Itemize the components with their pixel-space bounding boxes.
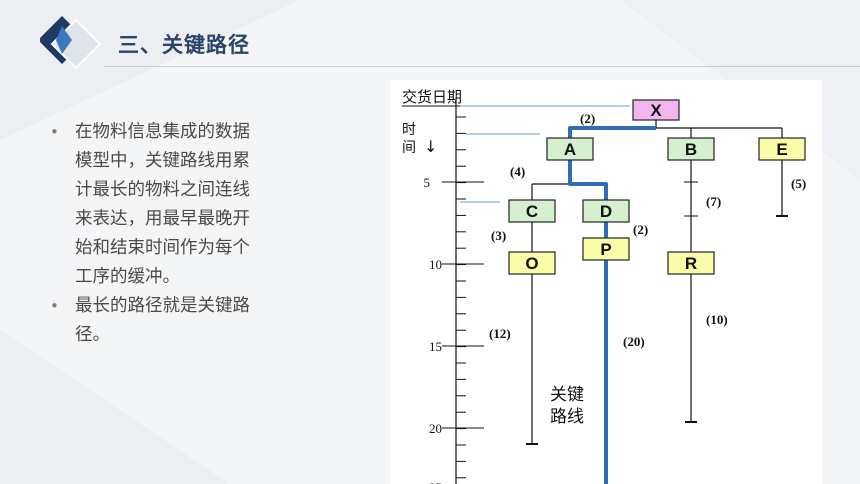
duration-e: (5): [791, 176, 806, 191]
critical-path-label: 关键: [550, 385, 584, 405]
node-r-label: R: [685, 254, 697, 273]
time-label: 时: [402, 122, 416, 138]
duration-o: (3): [491, 228, 506, 243]
node-e-label: E: [776, 140, 787, 159]
duration-p-tail: (20): [623, 334, 645, 349]
bullet-marker: •: [50, 123, 59, 141]
axis-title: 交货日期: [402, 88, 462, 106]
node-o: [508, 251, 556, 275]
node-b-label: B: [685, 140, 697, 159]
time-label: 间: [402, 140, 416, 156]
bullet-text: 在物料信息集成的数据模型中，关键路线用累计最长的物料之间连线来表达，用最早最晚开…: [75, 122, 250, 287]
node-x-label: X: [650, 101, 662, 120]
bullet-text: 最长的路径就是关键路径。: [75, 296, 250, 345]
duration-r-tail: (10): [706, 312, 728, 327]
title-divider: [104, 66, 860, 67]
critical-path-diagram: 交货日期 时 间 ↓ 5 10 15 20 25: [402, 88, 806, 484]
duration-o-tail: (12): [489, 326, 511, 341]
critical-path-label: 路线: [550, 407, 584, 427]
bullet-list: • 在物料信息集成的数据模型中，关键路线用累计最长的物料之间连线来表达，用最早最…: [50, 118, 262, 350]
tick-label: 15: [429, 339, 442, 354]
node-o-label: O: [525, 254, 538, 273]
page-title: 三、关键路径: [118, 33, 250, 57]
node-a-label: A: [564, 140, 576, 159]
node-d: [582, 199, 630, 223]
node-r: [667, 251, 715, 275]
axis-minor-ticks: [456, 116, 466, 479]
node-p: [582, 237, 630, 261]
duration-c: (4): [510, 164, 525, 179]
node-d-label: D: [600, 202, 612, 221]
node-c-label: C: [526, 202, 538, 221]
node-c: [508, 199, 556, 223]
duration-d: (2): [633, 222, 648, 237]
logo-diamond-icon: [40, 16, 102, 70]
node-x: [632, 99, 680, 121]
bullet-item: • 最长的路径就是关键路径。: [50, 292, 262, 350]
bullet-item: • 在物料信息集成的数据模型中，关键路线用累计最长的物料之间连线来表达，用最早最…: [50, 118, 262, 292]
tick-label: 25: [429, 480, 442, 484]
bullet-marker: •: [50, 297, 59, 315]
node-p-label: P: [600, 240, 611, 259]
tick-label: 20: [429, 421, 442, 436]
node-b: [667, 137, 715, 161]
duration-a: (2): [580, 111, 595, 126]
node-a: [546, 137, 594, 161]
tick-label: 10: [429, 257, 442, 272]
critical-path-line: [568, 126, 656, 200]
critical-path-figure: 交货日期 时 间 ↓ 5 10 15 20 25: [390, 80, 822, 484]
node-e: [758, 137, 806, 161]
duration-b: (7): [706, 194, 721, 209]
tick-label: 5: [424, 175, 431, 190]
down-arrow-icon: ↓: [424, 137, 437, 156]
